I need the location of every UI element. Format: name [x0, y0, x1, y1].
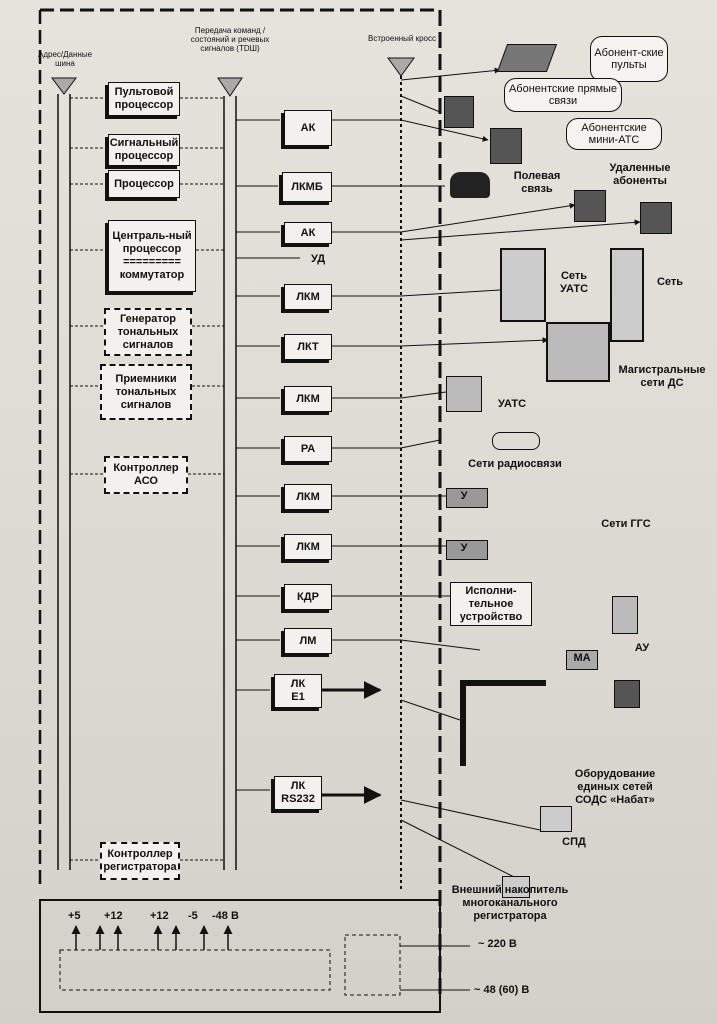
tone-generator: Генератор тональных сигналов [104, 308, 192, 356]
uats-cabinet-icon [500, 248, 546, 322]
sods-equipment-icon [460, 680, 546, 766]
au-label: АУ [634, 642, 650, 654]
recorder-controller: Контроллер регистратора [100, 842, 180, 880]
external-links [400, 67, 641, 881]
dc-power-label: ~ 48 (60) В [474, 984, 530, 996]
ma-label: МА [573, 652, 591, 664]
uats-icon [446, 376, 482, 412]
actuator-label: Исполни-тельное устройство [450, 582, 532, 626]
module-lkm-1: ЛКМ [284, 284, 332, 310]
field-phone-icon [450, 172, 490, 198]
amplifier-icon-1 [446, 488, 488, 508]
module-lk-rs232: ЛК RS232 [274, 776, 322, 810]
address-bus [51, 77, 77, 870]
module-lkm-4: ЛКМ [284, 534, 332, 560]
voltage-label-4: -5 [188, 910, 198, 922]
spd-label: СПД [562, 836, 586, 848]
tone-receivers: Приемники тональных сигналов [100, 364, 192, 420]
recorder-label: Внешний накопитель многоканального регис… [451, 884, 569, 922]
module-ra: РА [284, 436, 332, 462]
amplifier-icon-2 [446, 540, 488, 560]
central-processor: Централь-ный процессор ========= коммута… [108, 220, 196, 292]
spd-icon [540, 806, 572, 832]
ggs-label: Сети ГГС [601, 518, 651, 530]
radio-icon [492, 432, 540, 450]
voltage-label-1: +5 [68, 910, 81, 922]
voltage-label-3: +12 [150, 910, 169, 922]
lk-arrows [322, 681, 382, 804]
module-ak-1: АК [284, 110, 332, 146]
direct-links-label: Абонентские прямые связи [504, 78, 622, 112]
phone-icon-5 [614, 680, 640, 708]
command-bus-label: Передача команд /состояний и речевых сиг… [190, 26, 270, 53]
module-lkmb: ЛКМБ [282, 172, 332, 202]
mini-pbx-label: Абонентские мини-АТС [566, 118, 662, 150]
console-icon [496, 44, 558, 72]
module-lm: ЛМ [284, 628, 332, 654]
processor-links [70, 97, 224, 861]
voltage-label-2: +12 [104, 910, 123, 922]
module-ud: УД [310, 252, 326, 265]
subscriber-consoles-label: Абонент-ские пульты [590, 36, 668, 82]
voltage-label-5: -48 В [212, 910, 239, 922]
sods-label: Оборудование единых сетей СОДС «Набат» [574, 768, 656, 806]
trunk-ds-label: Магистральные сети ДС [618, 364, 706, 389]
remote-subs-label: Удаленные абоненты [609, 162, 671, 187]
amplifier-label-1: У [460, 490, 468, 502]
cross-label: Встроенный кросс [367, 34, 437, 43]
console-processor: Пультовой процессор [108, 82, 180, 116]
outer-frame [38, 8, 442, 1000]
radio-label: Сети радиосвязи [468, 458, 562, 470]
au-icon [612, 596, 638, 634]
module-links [236, 119, 401, 791]
cross-bus [387, 57, 415, 890]
net-label: Сеть [656, 276, 684, 288]
trunk-switch-icon [546, 322, 610, 382]
phone-icon-3 [574, 190, 606, 222]
phone-icon-2 [490, 128, 522, 164]
signal-processor: Сигнальный процессор [108, 134, 180, 166]
module-kdr: КДР [284, 584, 332, 610]
field-link-label: Полевая связь [513, 170, 561, 195]
command-bus [217, 77, 243, 870]
address-bus-label: Адрес/Данные шина [37, 50, 93, 68]
amplifier-label-2: У [460, 542, 468, 554]
module-lkm-2: ЛКМ [284, 386, 332, 412]
ac-power-label: ~ 220 В [478, 938, 517, 950]
power-block [39, 899, 470, 1013]
module-lk-e1: ЛК Е1 [274, 674, 322, 708]
processor: Процессор [108, 170, 180, 198]
phone-icon-1 [444, 96, 474, 128]
ma-icon [566, 650, 598, 670]
module-lkm-3: ЛКМ [284, 484, 332, 510]
recorder-icon [502, 876, 530, 898]
phone-icon-4 [640, 202, 672, 234]
module-lkt: ЛКТ [284, 334, 332, 360]
uats-net-label: Сеть УАТС [559, 270, 589, 295]
uats-label: УАТС [497, 398, 527, 410]
network-rack-icon [610, 248, 644, 342]
aso-controller: Контроллер АСО [104, 456, 188, 494]
module-ak-2: АК [284, 222, 332, 244]
